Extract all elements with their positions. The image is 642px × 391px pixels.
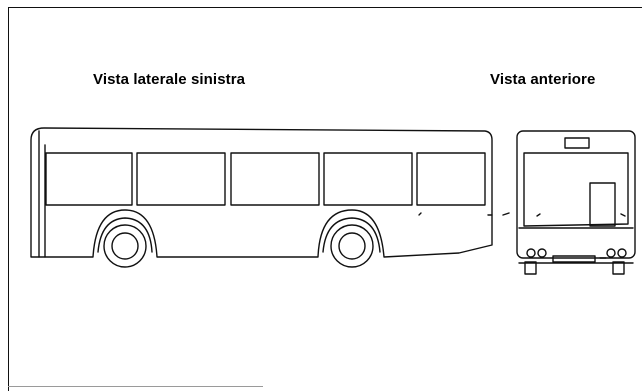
drawing-frame (8, 7, 642, 391)
bus-front-windscreen (523, 152, 629, 227)
bus-side-window (416, 152, 486, 206)
bus-side-window (136, 152, 226, 206)
bus-front-plate (552, 255, 596, 263)
bus-side-body (30, 127, 493, 258)
bus-front-headlight (617, 248, 627, 258)
bus-side-arch-front (97, 217, 153, 253)
bus-front-headlight (526, 248, 536, 258)
side-view-title: Vista laterale sinistra (93, 71, 246, 88)
bus-side-view (30, 127, 493, 268)
bus-front-sign (564, 137, 590, 149)
bus-side-wheel-rear (330, 224, 374, 268)
bus-front-wheel-right (612, 261, 625, 275)
front-view-title: Vista anteriore (490, 71, 596, 88)
bus-front-body (516, 130, 636, 259)
bus-front-view (502, 130, 636, 275)
bus-side-hub-rear (338, 232, 366, 260)
bottom-rule (8, 386, 263, 387)
bus-front-headlight (537, 248, 547, 258)
bus-front-wheel-left (524, 261, 537, 275)
bus-side-wheel-front (103, 224, 147, 268)
bus-front-headlight (606, 248, 616, 258)
bus-side-arch-rear (322, 217, 381, 253)
bus-side-hub-front (111, 232, 139, 260)
bus-side-window (323, 152, 413, 206)
bus-front-door (589, 182, 616, 227)
bus-side-window (230, 152, 320, 206)
bus-side-window (45, 152, 133, 206)
